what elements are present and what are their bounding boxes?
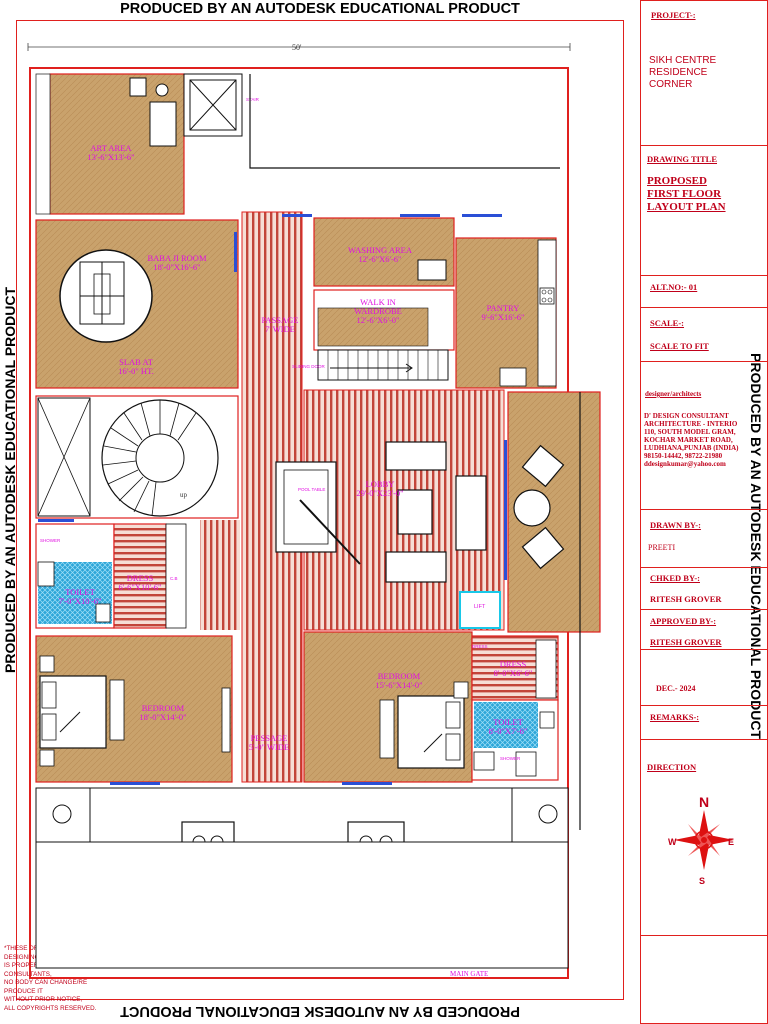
pool-cue <box>299 499 361 565</box>
up-label: up <box>180 491 188 499</box>
tb-project-cell: PROJECT-: SIKH CENTRE RESIDENCE CORNER <box>641 0 768 146</box>
tb-drawn-cell: DRAWN BY-: PREETI <box>641 510 768 568</box>
designer-line-2: ARCHITECTURE - INTERIO <box>644 420 738 428</box>
shower-label-right: SHOWER <box>500 756 521 761</box>
checked-by: RITESH GROVER <box>650 594 722 604</box>
project-line-1: SIKH CENTRE <box>649 55 717 66</box>
tb-scale-cell: SCALE-: SCALE TO FIT <box>641 308 768 362</box>
cb-label-left: C.B <box>170 576 178 581</box>
terrace-line <box>249 74 560 169</box>
approved-by: RITESH GROVER <box>650 637 722 647</box>
dress-left <box>113 523 167 629</box>
pantry-counter <box>537 239 557 387</box>
designer-line-6: 98150-14442, 98722-21980 <box>644 452 723 460</box>
front-terrace <box>35 787 569 843</box>
stair-shaft-cross <box>189 79 237 131</box>
project-line-3: CORNER <box>649 79 693 90</box>
approved-by-label: APPROVED BY-: <box>650 616 717 626</box>
checked-by-label: CHKED BY-: <box>650 573 700 583</box>
date: DEC.- 2024 <box>656 684 696 693</box>
balcony-chair-1 <box>521 444 565 488</box>
sliding-door-label: SLIDING DOOR <box>292 364 326 369</box>
sofa-top <box>385 441 447 471</box>
tb-alt-cell: ALT.NO:- 01 <box>641 276 768 308</box>
lift-label: LIFT <box>474 604 486 610</box>
project-label: PROJECT-: <box>651 10 696 20</box>
drawn-by: PREETI <box>648 543 676 552</box>
main-gate-label: MAIN GATE <box>450 970 488 978</box>
tb-direction-cell: DIRECTION <box>641 740 768 936</box>
scale-label: SCALE-: <box>650 318 685 328</box>
dimension-label: 50' <box>292 43 302 52</box>
compass-e: E <box>728 837 734 847</box>
balcony-table <box>513 489 551 527</box>
stair-label: STAIR <box>246 97 260 102</box>
art-area-desk <box>149 101 177 147</box>
stair-steps <box>317 349 449 381</box>
tb-checked-cell: CHKED BY-: RITESH GROVER <box>641 568 768 610</box>
designer-line-3: 110, SOUTH MODEL GRAM, <box>644 428 736 436</box>
remarks-label: REMARKS-: <box>650 712 700 722</box>
designer-line-5: LUDHIANA,PUNJAB (INDIA) <box>644 444 739 452</box>
compass-w: W <box>668 837 677 847</box>
compass: N S E W <box>668 794 734 886</box>
art-area-counter <box>35 73 51 215</box>
drawing-title-line-3: LAYOUT PLAN <box>647 201 726 213</box>
drawn-by-label: DRAWN BY-: <box>650 520 701 530</box>
drawing-title-line-1: PROPOSED <box>647 175 707 187</box>
sofa-bottom <box>385 551 447 583</box>
tb-date-cell: DEC.- 2024 <box>641 650 768 706</box>
sofa-side <box>455 475 487 551</box>
art-area-stool <box>155 83 169 97</box>
watermark-top: PRODUCED BY AN AUTODESK EDUCATIONAL PROD… <box>120 1 520 17</box>
tb-approved-cell: APPROVED BY-: RITESH GROVER <box>641 610 768 650</box>
shower-label-left: SHOWER <box>40 538 61 543</box>
compass-n: N <box>699 794 709 810</box>
balcony <box>507 391 601 633</box>
designer-line-4: KOCHAR MARKET ROAD, <box>644 436 733 444</box>
pool-table-label: POOL TABLE <box>298 487 325 492</box>
drawing-title-label: DRAWING TITLE <box>647 154 717 164</box>
coffee-table <box>397 489 433 535</box>
dimension-line: 50' <box>27 43 571 52</box>
art-area-chair <box>129 77 147 97</box>
alt-no: ALT.NO:- 01 <box>650 282 698 292</box>
designer-label: designer/architects <box>645 390 702 398</box>
balcony-chair-2 <box>521 526 565 570</box>
tb-designer-cell: designer/architects D' DESIGN CONSULTANT… <box>641 362 768 510</box>
compass-s: S <box>699 876 705 886</box>
designer-line-7: ddesignkumar@yahoo.com <box>644 460 726 468</box>
drawing-title-line-2: FIRST FLOOR <box>647 188 722 200</box>
front-open-area <box>35 841 569 969</box>
tb-remarks-cell: REMARKS-: <box>641 706 768 740</box>
lift <box>459 591 501 629</box>
direction-label: DIRECTION <box>647 762 697 772</box>
project-line-2: RESIDENCE <box>649 67 708 78</box>
designer-line-1: D' DESIGN CONSULTANT <box>644 412 729 420</box>
tb-title-cell: DRAWING TITLE PROPOSED FIRST FLOOR LAYOU… <box>641 146 768 276</box>
drawing-border <box>16 20 624 1000</box>
dress-label-right: DRESS <box>472 644 488 649</box>
windows <box>38 214 507 785</box>
scale-value: SCALE TO FIT <box>650 341 709 351</box>
